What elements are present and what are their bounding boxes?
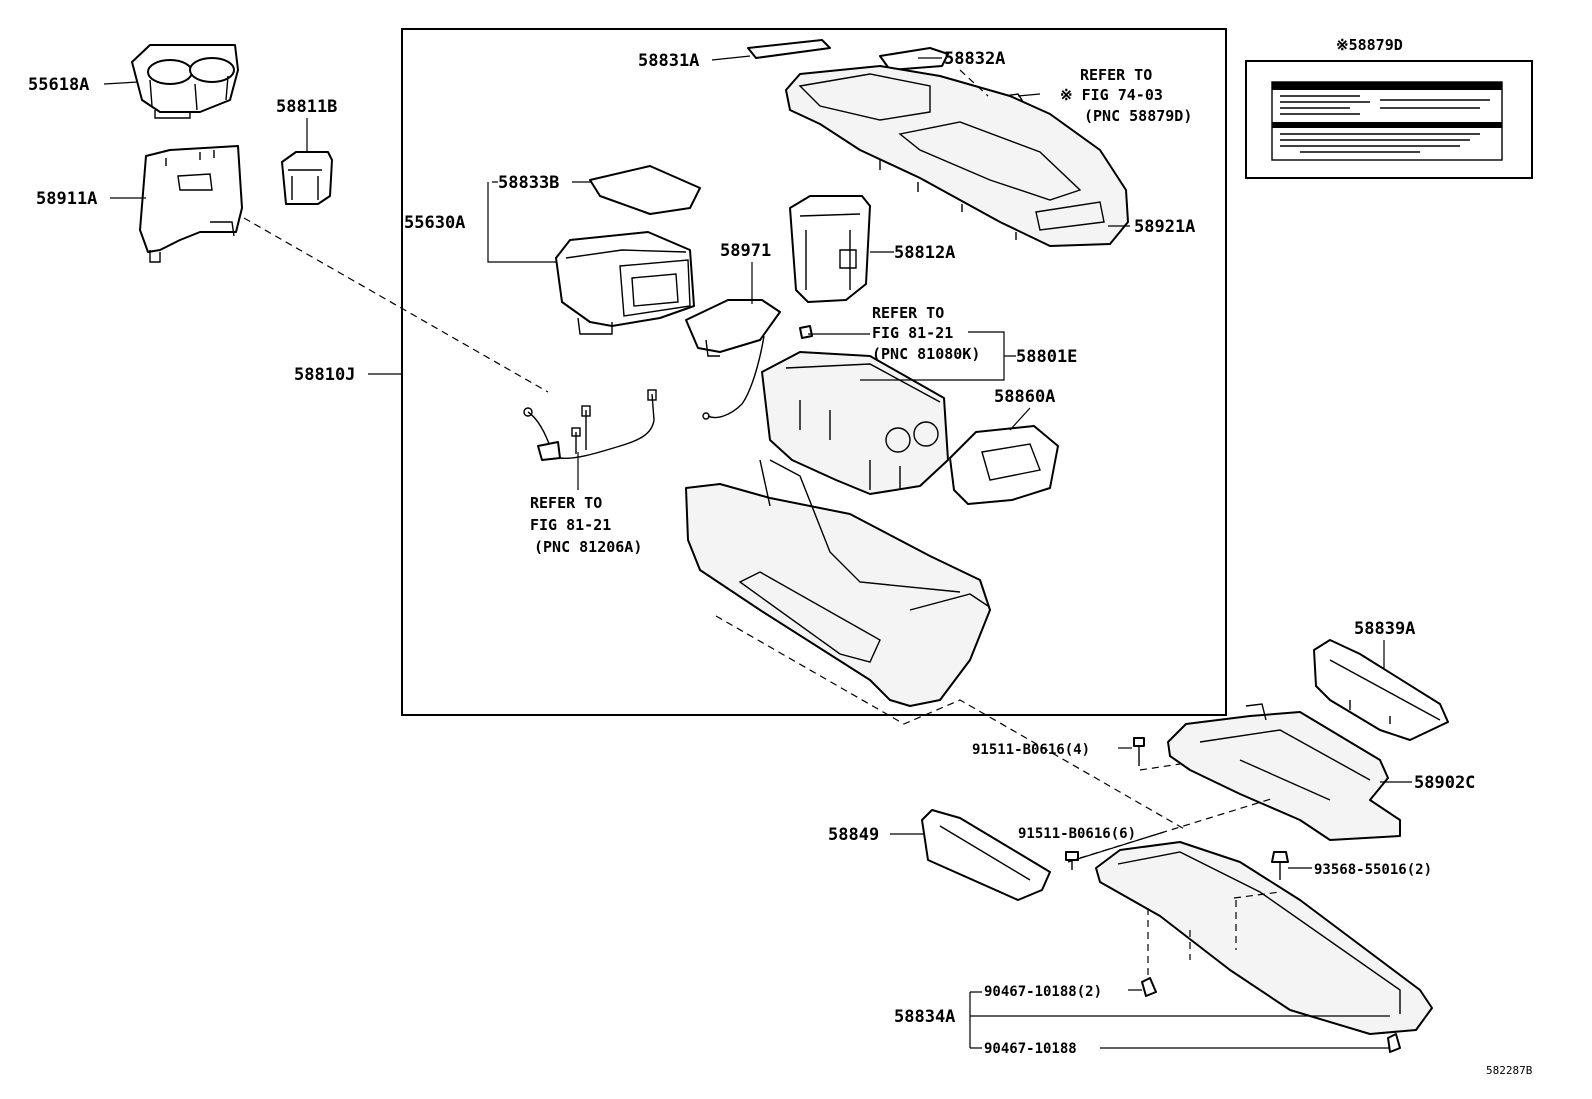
label-93568: 93568-55016(2) [1314, 862, 1432, 878]
ref-fig7403-line1: REFER TO [1080, 66, 1152, 84]
lower-tray-icon[interactable] [1095, 841, 1433, 1035]
ref-fig8121-top-line2: FIG 81-21 [872, 324, 953, 342]
leader [1017, 93, 1041, 97]
cup-insert-icon[interactable] [789, 195, 871, 303]
leader [103, 81, 139, 85]
leader [808, 331, 1016, 381]
ref-fig8121-bottom-line2: FIG 81-21 [530, 516, 611, 534]
clip-icon[interactable] [1387, 1033, 1401, 1053]
ref-fig8121-top-line1: REFER TO [872, 304, 944, 322]
bolt-icon[interactable] [1133, 737, 1145, 766]
small-pocket-icon[interactable] [281, 151, 333, 205]
wire-harness-icon[interactable] [523, 389, 657, 461]
label-58832A: 58832A [944, 49, 1005, 69]
ref-fig8121-bottom-line1: REFER TO [530, 494, 602, 512]
dash-line [959, 69, 989, 97]
label-58849: 58849 [828, 825, 879, 845]
label-58831A: 58831A [638, 51, 699, 71]
rear-bracket-icon[interactable] [1313, 639, 1449, 741]
dash-line [715, 615, 1187, 831]
ref-fig7403-line2: ※ FIG 74-03 [1060, 86, 1163, 104]
ref-fig8121-bottom-line3: (PNC 81206A) [534, 538, 642, 556]
bracket-icon[interactable] [685, 299, 781, 420]
ref-fig7403-line3: (PNC 58879D) [1084, 107, 1192, 125]
label-58879D: ※58879D [1336, 36, 1403, 54]
label-58834A: 58834A [894, 1007, 955, 1027]
upper-console-panel-icon[interactable] [785, 65, 1129, 247]
leader [969, 989, 1390, 1049]
small-lid-icon[interactable] [747, 39, 831, 59]
label-58801E: 58801E [1016, 347, 1077, 367]
shift-bezel-icon[interactable] [949, 425, 1059, 505]
console-core-icon[interactable] [761, 325, 949, 495]
label-55618A: 55618A [28, 75, 89, 95]
label-58902C: 58902C [1414, 773, 1475, 793]
label-55630A: 55630A [404, 213, 465, 233]
bolt-icon[interactable] [1065, 851, 1079, 870]
label-58921A: 58921A [1134, 217, 1195, 237]
side-panel-icon[interactable] [139, 145, 243, 263]
label-90467-2: 90467-10188(2) [984, 984, 1102, 1000]
label-58860A: 58860A [994, 387, 1055, 407]
label-58911A: 58911A [36, 189, 97, 209]
dash-line [1139, 763, 1181, 771]
label-90467: 90467-10188 [984, 1041, 1077, 1057]
label-58811B: 58811B [276, 97, 337, 117]
ref-fig8121-top-line3: (PNC 81080K) [872, 345, 980, 363]
label-58812A: 58812A [894, 243, 955, 263]
console-lid-icon[interactable] [589, 165, 701, 215]
assembly-frame [401, 28, 1227, 716]
label-58833B: 58833B [498, 173, 559, 193]
label-91511-4: 91511-B0616(4) [972, 742, 1090, 758]
console-box-icon[interactable] [685, 459, 991, 707]
side-trim-icon[interactable] [921, 809, 1051, 901]
leader [1067, 831, 1165, 863]
diagram-code: 582287B [1486, 1064, 1533, 1077]
clip-icon[interactable] [1141, 977, 1157, 997]
dash-line [1233, 891, 1281, 899]
dash-line [1079, 797, 1275, 859]
leader [487, 181, 556, 263]
label-58810J: 58810J [294, 365, 355, 385]
warning-label-icon [1245, 60, 1533, 179]
leader [711, 55, 751, 61]
dash-line [243, 217, 549, 393]
label-91511-6: 91511-B0616(6) [1018, 826, 1136, 842]
label-58839A: 58839A [1354, 619, 1415, 639]
cup-holder-icon[interactable] [131, 44, 239, 119]
console-frame-icon[interactable] [1167, 703, 1401, 841]
dash-line [1147, 900, 1237, 976]
storage-box-icon[interactable] [555, 231, 695, 335]
clip-icon[interactable] [1271, 851, 1289, 880]
leader [1009, 407, 1031, 431]
label-58971: 58971 [720, 241, 771, 261]
